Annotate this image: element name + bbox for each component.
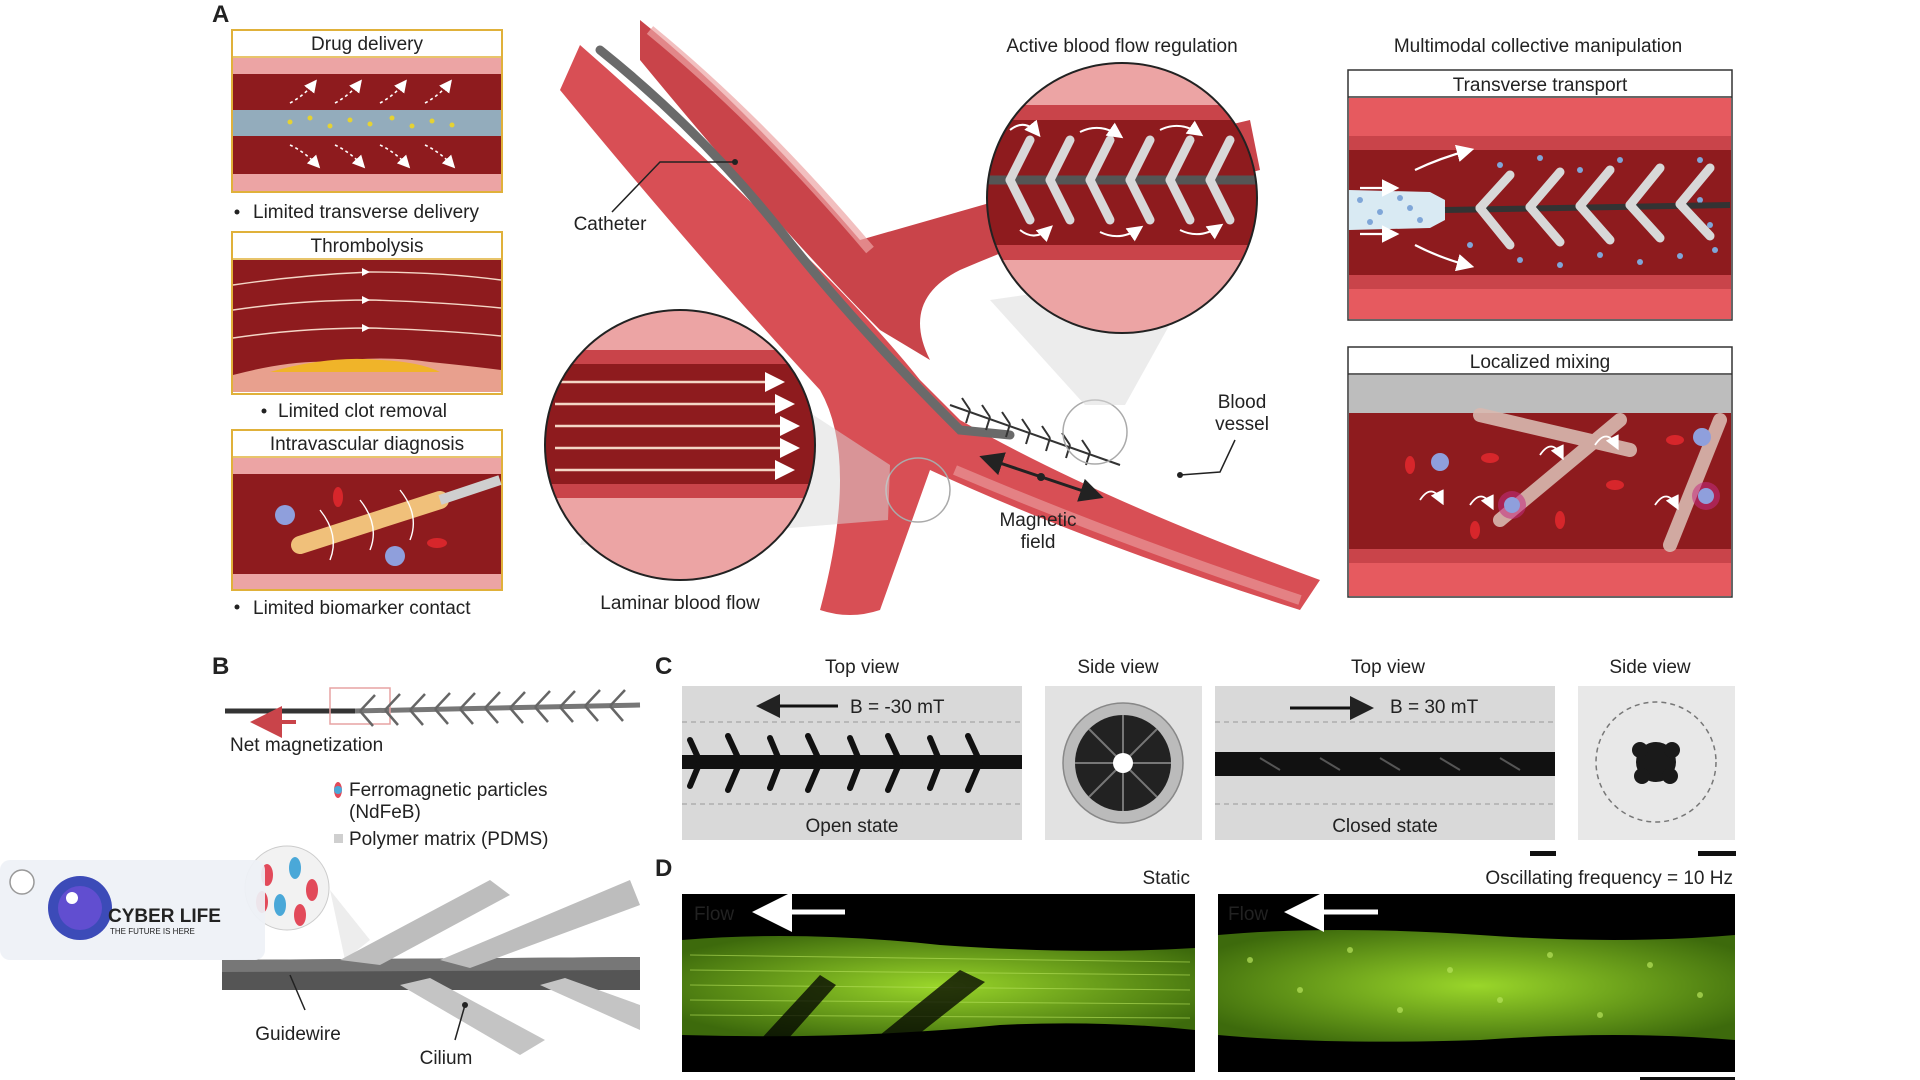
watermark-logo: CYBER LIFE THE FUTURE IS HERE	[0, 860, 265, 960]
scale-bar-c1	[1530, 851, 1556, 856]
drug-delivery-note: Limited transverse delivery	[253, 202, 479, 223]
localized-mixing-title: Localized mixing	[1470, 352, 1610, 373]
net-magnetization-label: Net magnetization	[230, 735, 383, 756]
oscillating-fluorescence-image: Flow	[1218, 892, 1735, 1072]
open-state-label: Open state	[806, 816, 899, 837]
blood-vessel-label-1: Blood	[1218, 392, 1267, 413]
closed-state-label: Closed state	[1332, 816, 1438, 837]
diagnosis-note: Limited biomarker contact	[253, 598, 471, 619]
active-flow-label: Active blood flow regulation	[1006, 36, 1237, 57]
panel-d-letter: D	[655, 855, 672, 882]
blood-vessel-label-2: vessel	[1215, 414, 1269, 435]
diagnosis-title: Intravascular diagnosis	[270, 434, 464, 455]
oscillating-label: Oscillating frequency = 10 Hz	[1485, 868, 1733, 889]
laminar-flow-label: Laminar blood flow	[600, 593, 760, 614]
ferro-label-1: Ferromagnetic particles	[349, 780, 548, 801]
flow-label-1: Flow	[694, 904, 734, 925]
scale-bar-c2	[1698, 851, 1736, 856]
side-view-label-1: Side view	[1077, 657, 1159, 678]
polymer-label: Polymer matrix (PDMS)	[349, 829, 549, 850]
drug-delivery-title: Drug delivery	[311, 34, 423, 55]
guidewire-label: Guidewire	[255, 1024, 341, 1045]
static-fluorescence-image: Flow	[682, 892, 1195, 1072]
watermark-brand: CYBER LIFE	[108, 906, 221, 927]
diagnosis-box: Intravascular diagnosis	[231, 429, 503, 591]
cilium-label: Cilium	[420, 1048, 473, 1069]
panel-a-letter: A	[212, 1, 229, 28]
transverse-transport-box: Transverse transport	[1347, 69, 1733, 321]
transverse-transport-title: Transverse transport	[1453, 75, 1628, 96]
cilium-3d-view	[222, 845, 640, 1055]
active-flow-inset	[986, 62, 1258, 334]
open-side-view-image	[1045, 686, 1202, 840]
closed-state-image: B = 30 mT Closed state	[1215, 686, 1555, 840]
flow-label-2: Flow	[1228, 904, 1268, 925]
catheter-label: Catheter	[574, 214, 648, 235]
side-view-label-2: Side view	[1609, 657, 1691, 678]
field-pos-label: B = 30 mT	[1390, 697, 1479, 718]
panel-c-letter: C	[655, 653, 672, 680]
open-state-image: B = -30 mT Open state	[682, 686, 1022, 840]
magnetic-field-label-1: Magnetic	[999, 510, 1076, 531]
watermark-tagline: THE FUTURE IS HERE	[110, 927, 195, 936]
static-label: Static	[1142, 868, 1190, 889]
thrombolysis-title: Thrombolysis	[311, 236, 424, 257]
thrombolysis-note: Limited clot removal	[278, 401, 447, 422]
closed-side-view-image	[1578, 686, 1735, 840]
field-neg-label: B = -30 mT	[850, 697, 945, 718]
localized-mixing-box: Localized mixing	[1347, 346, 1733, 598]
panel-b-letter: B	[212, 653, 229, 680]
thrombolysis-box: Thrombolysis	[231, 231, 503, 395]
top-view-label-2: Top view	[1351, 657, 1425, 678]
top-view-label-1: Top view	[825, 657, 899, 678]
drug-delivery-box: Drug delivery	[231, 29, 503, 193]
scale-bar-d	[1640, 1077, 1735, 1080]
ferro-label-2: (NdFeB)	[349, 802, 421, 823]
multimodal-title: Multimodal collective manipulation	[1394, 36, 1682, 57]
guidewire-schematic	[225, 687, 641, 738]
magnetic-field-label-2: field	[1021, 532, 1056, 553]
